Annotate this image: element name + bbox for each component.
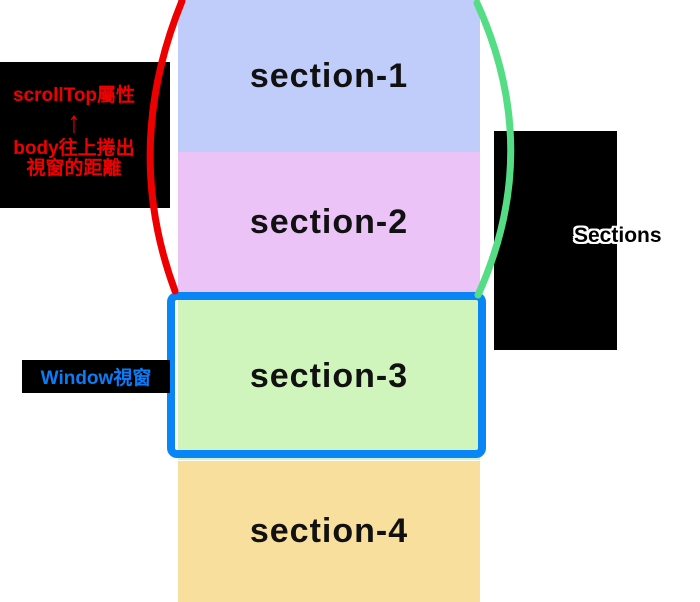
sections-label: Sections	[574, 224, 662, 247]
section-2-box: section-2	[178, 152, 480, 293]
sections-annotation-box: Sections	[494, 131, 662, 350]
window-viewport-frame	[167, 292, 486, 458]
section-3-box: section-3	[178, 293, 480, 460]
window-label: Window視窗	[40, 368, 152, 389]
section-3-label: section-3	[249, 357, 409, 395]
scrolltop-desc-line1: body往上捲出	[13, 138, 135, 159]
window-label-box: Window視窗	[22, 360, 170, 393]
arrow-up-icon: ↑	[67, 104, 81, 140]
section-2-label: section-2	[249, 203, 409, 241]
section-1-box: section-1	[178, 0, 480, 152]
scrolltop-title: scrollTop屬性	[12, 85, 136, 106]
section-1-label: section-1	[249, 56, 409, 95]
scrolltop-desc-line2: 視窗的距離	[26, 158, 122, 179]
section-4-box: section-4	[178, 461, 480, 602]
section-4-label: section-4	[249, 512, 409, 550]
scrolltop-annotation-box: scrollTop屬性 ↑ body往上捲出 視窗的距離	[0, 62, 170, 208]
